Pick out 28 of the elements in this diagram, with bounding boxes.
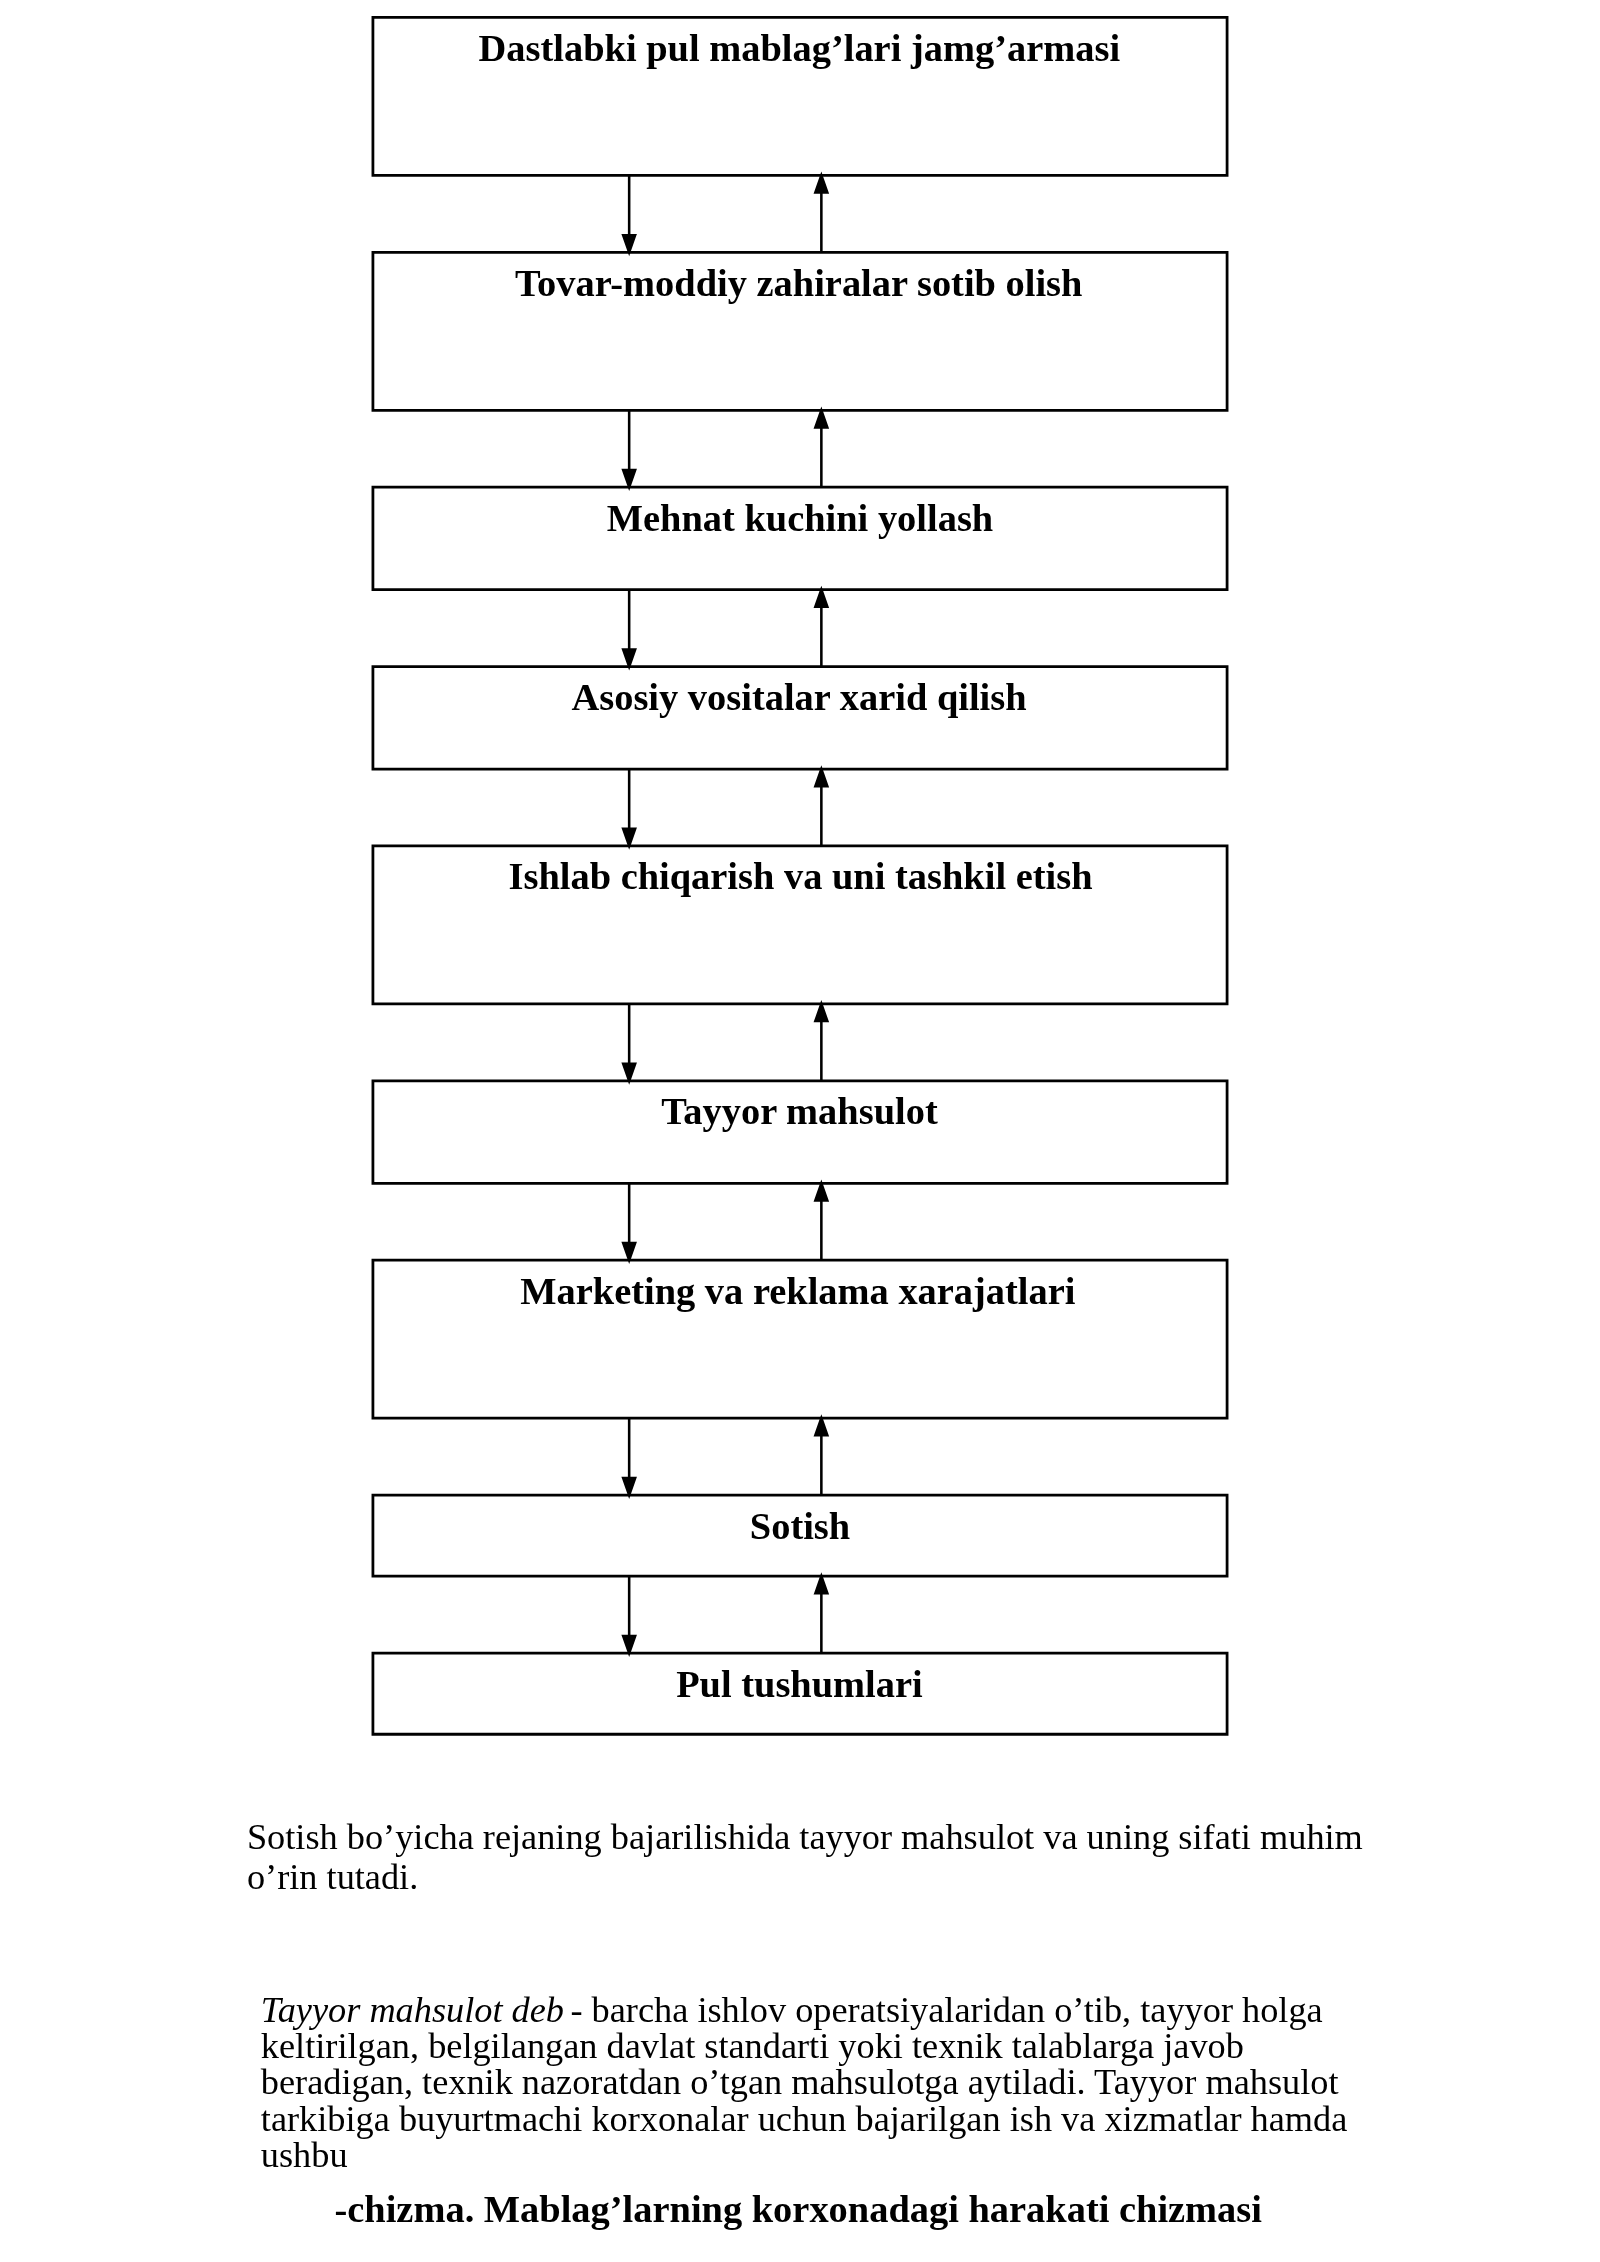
arrow bbox=[813, 1179, 830, 1261]
arrow bbox=[813, 406, 830, 488]
node-box: Mehnat kuchini yollash bbox=[371, 485, 1229, 592]
arrow bbox=[621, 175, 637, 257]
node-box: Dastlabki pul mablag’lari jamg’armasi bbox=[371, 16, 1229, 177]
arrow bbox=[621, 1576, 637, 1657]
arrow bbox=[813, 171, 830, 253]
arrow bbox=[813, 765, 830, 846]
arrow bbox=[621, 769, 637, 850]
arrow bbox=[621, 1183, 637, 1265]
arrow bbox=[621, 1003, 637, 1085]
caption: -chizma. Mablag’larning korxonadagi harakati chizmasi bbox=[334, 2187, 1262, 2230]
arrow bbox=[813, 1414, 830, 1496]
arrow bbox=[621, 1418, 637, 1499]
label: Tayyor mahsulot deb - barcha ishlov operatsiyalaridan o’tib, tayyor holga keltirilgan, belgilangan davlat standarti yoki texnik talablarga javob beradigan, texnik nazoratdan o’tgan mahsulotga aytiladi. Tayyor mahsulot tarkibiga buyurtmachi korxonalar uchun bajarilgan ish va xizmatlar hamda ushbu bbox=[260, 1989, 1348, 2175]
arrow bbox=[621, 410, 637, 492]
node-box: Tovar-moddiy zahiralar sotib olish bbox=[371, 250, 1229, 412]
node-box: Tayyor mahsulot bbox=[371, 1079, 1229, 1185]
arrow bbox=[621, 589, 637, 671]
node-box: Sotish bbox=[371, 1493, 1229, 1578]
arrow bbox=[813, 1572, 830, 1654]
node-box: Ishlab chiqarish va uni tashkil etish bbox=[371, 844, 1229, 1006]
node-box: Marketing va reklama xarajatlari bbox=[371, 1258, 1229, 1420]
node-box: Pul tushumlari bbox=[371, 1651, 1229, 1736]
label: Sotish bo’yicha rejaning bajarilishida tayyor mahsulot va uning sifati muhim o’rin tutadi. bbox=[246, 1816, 1363, 1898]
arrow bbox=[813, 585, 830, 667]
arrow bbox=[813, 1000, 830, 1081]
node-box: Asosiy vositalar xarid qilish bbox=[371, 665, 1229, 771]
